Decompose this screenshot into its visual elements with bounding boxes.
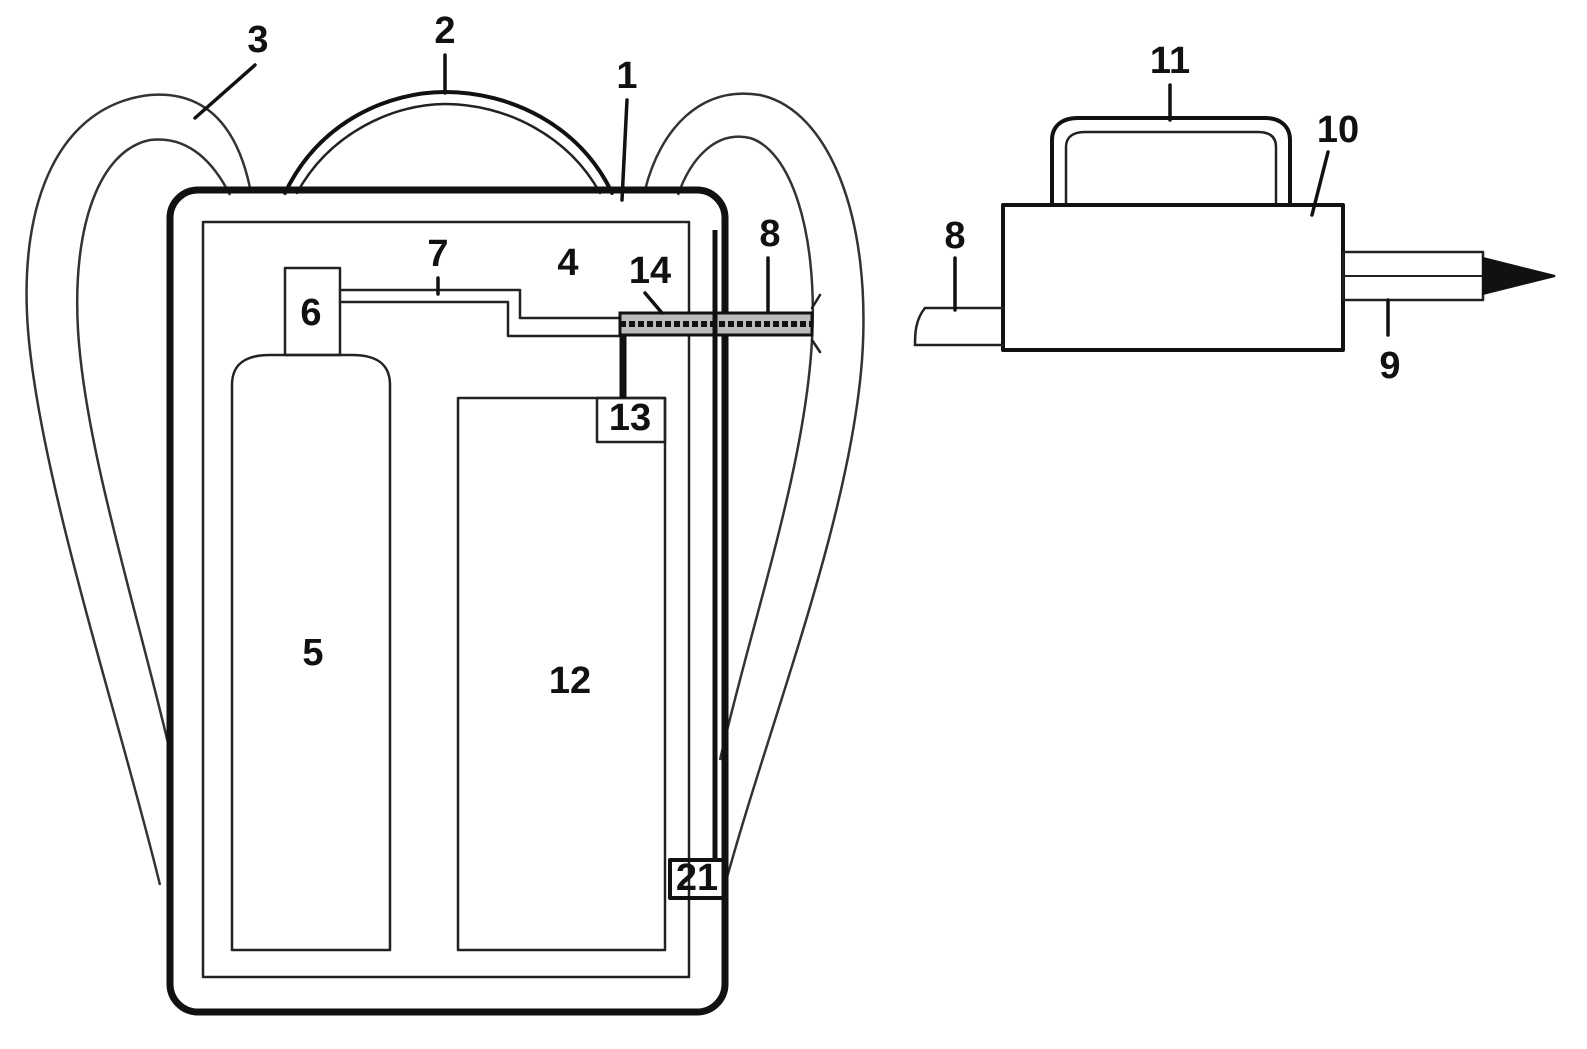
label-21: 21	[676, 857, 718, 899]
gas-line-upper	[338, 288, 622, 320]
left-shoulder-strap-outer	[25, 93, 252, 886]
right-shoulder-strap-outer	[643, 92, 865, 886]
leader-10	[1310, 150, 1330, 217]
label-6: 6	[300, 292, 321, 334]
reference-numerals: 1 2 3 4 5 6 7 8 8 9 10 11 12 13 14 21	[247, 10, 1400, 899]
label-4: 4	[557, 242, 578, 284]
valve-box	[283, 266, 342, 357]
nozzle-tip	[1482, 256, 1556, 296]
label-9: 9	[1379, 345, 1400, 387]
inner-lining	[201, 220, 691, 979]
label-8a: 8	[759, 213, 780, 255]
torch-body	[1001, 203, 1345, 352]
label-12: 12	[549, 660, 591, 702]
label-10: 10	[1317, 109, 1359, 151]
label-2: 2	[434, 10, 455, 52]
backpack-assembly	[25, 90, 865, 1016]
terminal-box	[668, 858, 727, 900]
label-8b: 8	[944, 215, 965, 257]
gas-line-lower	[338, 300, 622, 338]
left-shoulder-strap-inner	[76, 138, 232, 761]
torch-handle-inner	[1064, 130, 1278, 207]
label-5: 5	[302, 632, 323, 674]
hose-cut-mark	[810, 293, 822, 354]
leader-3	[193, 63, 257, 120]
label-7: 7	[427, 233, 448, 275]
leader-1	[620, 98, 629, 202]
torch-inlet-cut	[913, 306, 927, 347]
right-shoulder-strap-inner	[676, 135, 814, 761]
torch-assembly	[913, 116, 1556, 352]
label-1: 1	[616, 55, 637, 97]
label-13: 13	[609, 397, 651, 439]
top-handle-dome	[283, 90, 614, 195]
top-handle-dome-inner	[295, 102, 602, 195]
outer-casing	[166, 186, 729, 1016]
leader-14	[643, 291, 664, 315]
gas-cylinder	[230, 353, 392, 952]
label-3: 3	[247, 19, 268, 61]
control-box	[595, 396, 667, 444]
label-14: 14	[629, 250, 671, 292]
label-11: 11	[1150, 40, 1190, 82]
battery-block	[456, 396, 667, 952]
leader-lines	[193, 53, 1390, 337]
